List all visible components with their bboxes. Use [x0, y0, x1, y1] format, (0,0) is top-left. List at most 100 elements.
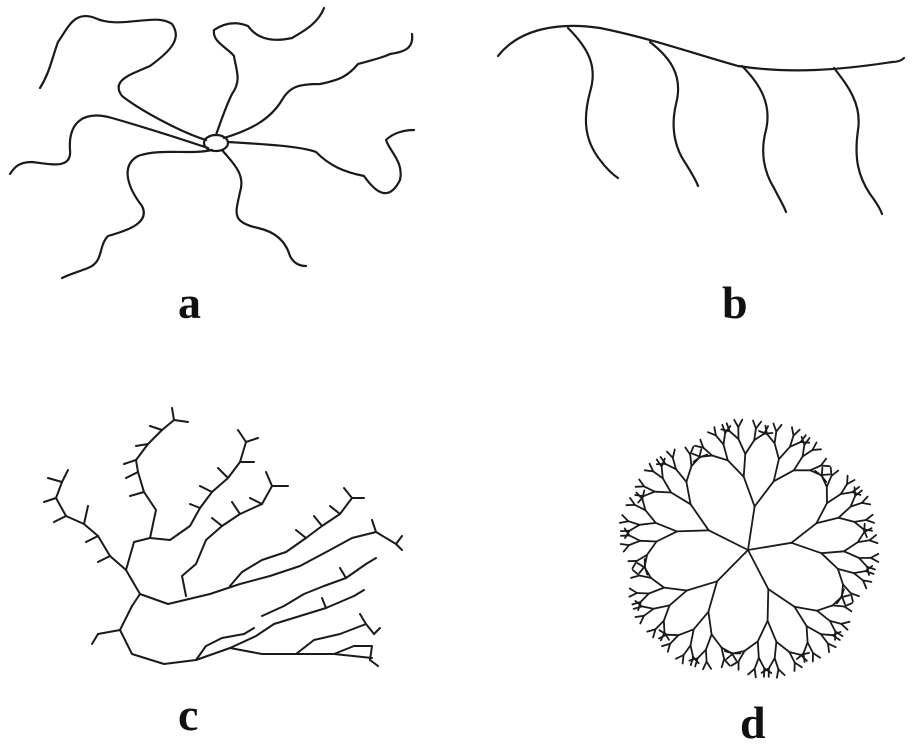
fractal-branch [768, 621, 777, 642]
fractal-branch [778, 669, 784, 675]
fractal-branch [706, 634, 712, 649]
fractal-branch [748, 543, 791, 550]
fractal-branch [657, 460, 662, 467]
fractal-branch [758, 621, 768, 642]
label-b: b [722, 280, 748, 326]
fractal-branch [630, 498, 635, 505]
panel-b-drawing [480, 0, 917, 230]
fractal-branch [647, 542, 657, 555]
fractal-branch [755, 481, 774, 506]
fractal-branch [854, 571, 866, 573]
fractal-branch [748, 550, 768, 589]
fractal-branch [822, 468, 823, 477]
fractal-branch [821, 553, 838, 569]
fractal-branch [673, 450, 675, 458]
fractal-branch [841, 624, 847, 630]
fractal-branch [759, 658, 764, 668]
fractal-branch [779, 447, 790, 459]
fractal-branch [694, 612, 709, 630]
fractal-branch [639, 567, 644, 574]
fractal-branch [644, 609, 654, 616]
fractal-branch [813, 653, 820, 658]
fractal-branch [871, 554, 878, 558]
fractal-branch [662, 467, 663, 479]
fractal-branch [724, 659, 730, 665]
fractal-branch [709, 530, 748, 550]
fractal-branch [640, 523, 656, 525]
fractal-branch [847, 476, 848, 485]
fractal-branch [769, 658, 775, 668]
fractal-branch [791, 543, 821, 553]
fractal-branch [803, 643, 807, 654]
stem-c-4 [150, 442, 246, 540]
fractal-branch [775, 443, 779, 459]
fractal-branch [708, 581, 717, 612]
stem-c-8 [262, 564, 366, 616]
fractal-branch [716, 435, 724, 444]
fractal-branch [691, 645, 694, 657]
fractal-branch [687, 581, 717, 590]
fractal-branch [817, 605, 833, 610]
fractal-branch [703, 662, 707, 670]
fractal-branch [791, 523, 816, 543]
fractal-branch [671, 493, 691, 505]
fractal-branch [642, 606, 654, 608]
fractal-branch [698, 650, 706, 658]
fractal-branch [730, 431, 739, 439]
fractal-branch [655, 492, 671, 493]
fractal-branch [645, 510, 655, 523]
branch-a-5 [228, 130, 414, 193]
fractal-branch [744, 477, 755, 507]
fractal-branch [854, 522, 863, 529]
fractal-branch [748, 507, 755, 551]
fractal-branch [804, 438, 809, 445]
fractal-branch [768, 589, 794, 607]
fractal-branch [810, 466, 821, 471]
fractal-branch [629, 525, 639, 531]
fractal-branch [664, 605, 670, 620]
fractal-branch [841, 622, 849, 624]
fractal-branch [717, 550, 748, 581]
fractal-branch [758, 641, 759, 657]
label-c: c [178, 692, 198, 738]
fractal-branch [641, 594, 649, 603]
fractal-branch [821, 551, 844, 553]
branch-a-2 [10, 116, 208, 174]
fractal-branch [821, 459, 826, 466]
panel-c-drawing [0, 390, 440, 690]
stem-c-9 [230, 596, 354, 648]
fractal-branch [645, 567, 648, 575]
fractal-branch [838, 569, 843, 585]
fractal-branch [663, 478, 671, 492]
panel-b-parallel-pattern [480, 0, 917, 230]
fractal-branch [753, 421, 756, 429]
fractal-branch [620, 521, 628, 523]
fractal-branch [631, 576, 639, 578]
fractal-branch [686, 482, 690, 504]
fractal-branch [773, 424, 776, 432]
fractal-branch [628, 521, 639, 525]
fractal-branch [651, 578, 664, 588]
fractal-branch [707, 662, 712, 669]
fractal-branch [792, 427, 794, 435]
stem-c-12 [196, 634, 244, 660]
fractal-branch [670, 635, 678, 644]
branch-a-3 [62, 150, 212, 278]
fractal-branch [869, 540, 877, 543]
fractal-branch [821, 634, 833, 635]
fractal-branch [795, 663, 802, 668]
fractal-branch [640, 541, 656, 542]
fractal-branch [807, 626, 808, 642]
stem-c-10 [296, 624, 374, 654]
fractal-branch [855, 487, 856, 496]
fractal-branch [649, 588, 664, 594]
fractal-branch [630, 536, 641, 541]
fractal-branch [862, 503, 870, 505]
panel-c-dendritic-pattern [0, 390, 440, 690]
tributary-b-2 [650, 42, 698, 186]
fractal-branch [712, 634, 722, 647]
fractal-branch [670, 591, 687, 606]
fractal-branch [745, 440, 754, 454]
panel-d-drawing [560, 395, 917, 695]
fractal-branch [656, 621, 664, 629]
